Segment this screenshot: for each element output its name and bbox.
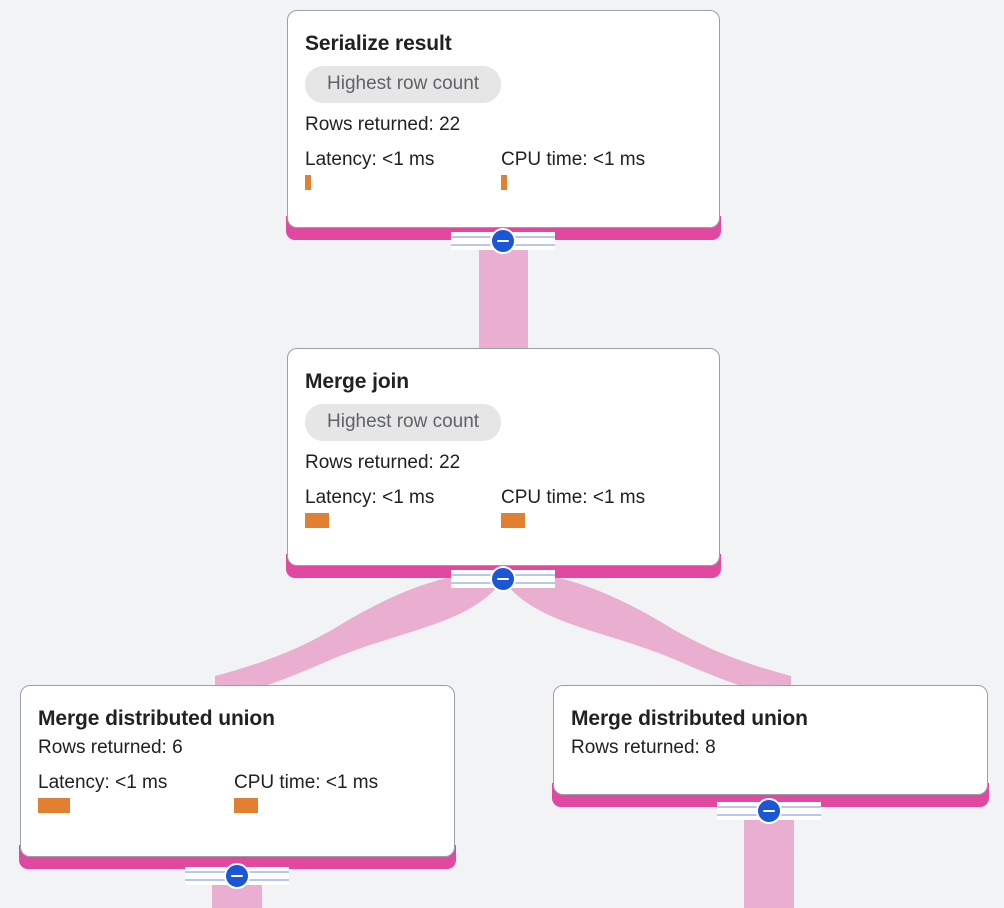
node-card[interactable]: Merge distributed union Rows returned: 8 — [553, 685, 988, 795]
node-metrics: Latency: <1 ms CPU time: <1 ms — [305, 149, 702, 190]
metric-cpu-time: CPU time: <1 ms — [501, 487, 645, 528]
status-badge: Highest row count — [305, 404, 502, 441]
metric-latency: Latency: <1 ms — [38, 772, 234, 813]
metric-cpu-time-label: CPU time: <1 ms — [501, 487, 646, 508]
metric-latency: Latency: <1 ms — [305, 487, 501, 528]
metric-latency-label: Latency: <1 ms — [38, 772, 168, 793]
plan-node-merge-distributed-union-right[interactable]: Merge distributed union Rows returned: 8 — [552, 685, 989, 807]
metric-cpu-time-bar — [234, 798, 258, 813]
plan-node-merge-join[interactable]: Merge join Highest row count Rows return… — [286, 348, 721, 578]
minus-icon[interactable] — [490, 228, 516, 254]
metric-cpu-time: CPU time: <1 ms — [501, 149, 645, 190]
metric-latency-label: Latency: <1 ms — [305, 487, 435, 508]
metric-latency-bar — [38, 798, 70, 813]
node-title: Merge join — [305, 370, 410, 393]
node-card[interactable]: Serialize result Highest row count Rows … — [287, 10, 720, 228]
node-title: Merge distributed union — [38, 707, 275, 730]
plan-node-merge-distributed-union-left[interactable]: Merge distributed union Rows returned: 6… — [19, 685, 456, 869]
metric-cpu-time-bar — [501, 175, 507, 190]
minus-icon[interactable] — [224, 863, 250, 889]
minus-icon[interactable] — [756, 798, 782, 824]
collapse-toggle-union-left[interactable] — [185, 863, 289, 889]
metric-cpu-time: CPU time: <1 ms — [234, 772, 378, 813]
node-title: Merge distributed union — [571, 707, 808, 730]
node-metrics: Latency: <1 ms CPU time: <1 ms — [305, 487, 702, 528]
status-badge: Highest row count — [305, 66, 502, 103]
metric-latency: Latency: <1 ms — [305, 149, 501, 190]
rows-returned: Rows returned: 6 — [38, 737, 183, 758]
collapse-toggle-union-right[interactable] — [717, 798, 821, 824]
collapse-toggle-serialize-result[interactable] — [451, 228, 555, 254]
rows-returned: Rows returned: 22 — [305, 452, 461, 473]
metric-latency-label: Latency: <1 ms — [305, 149, 435, 170]
metric-cpu-time-label: CPU time: <1 ms — [501, 149, 646, 170]
minus-icon[interactable] — [490, 566, 516, 592]
node-metrics: Latency: <1 ms CPU time: <1 ms — [38, 772, 437, 813]
node-card[interactable]: Merge join Highest row count Rows return… — [287, 348, 720, 566]
metric-latency-bar — [305, 175, 311, 190]
node-card[interactable]: Merge distributed union Rows returned: 6… — [20, 685, 455, 857]
plan-node-serialize-result[interactable]: Serialize result Highest row count Rows … — [286, 10, 721, 240]
metric-cpu-time-bar — [501, 513, 525, 528]
rows-returned: Rows returned: 22 — [305, 114, 461, 135]
metric-cpu-time-label: CPU time: <1 ms — [234, 772, 379, 793]
metric-latency-bar — [305, 513, 329, 528]
node-title: Serialize result — [305, 32, 452, 55]
collapse-toggle-merge-join[interactable] — [451, 566, 555, 592]
rows-returned: Rows returned: 8 — [571, 737, 716, 758]
